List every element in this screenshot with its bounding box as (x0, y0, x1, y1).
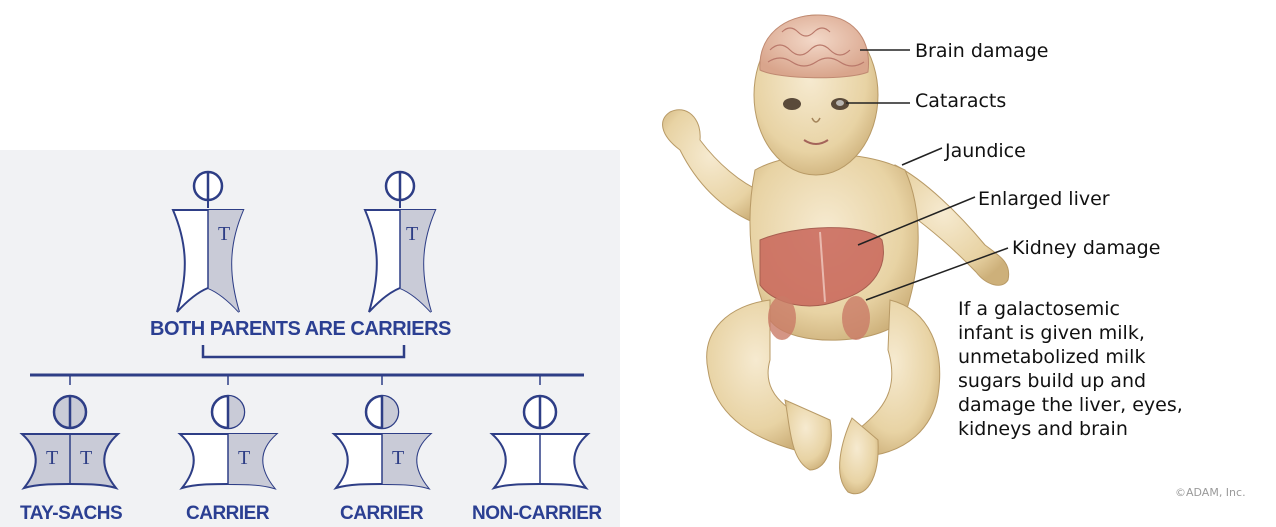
kidney-overlay (768, 296, 796, 340)
note-line: sugars build up and (958, 369, 1268, 393)
note-line: If a galactosemic (958, 297, 1268, 321)
note-line: infant is given milk, (958, 321, 1268, 345)
gene-letter: T (218, 223, 230, 245)
note-line: unmetabolized milk (958, 345, 1268, 369)
child-figure-4 (492, 375, 588, 488)
child-label-tay-sachs: TAY-SACHS (20, 503, 122, 525)
child-figure-2: T (180, 375, 276, 488)
brain-overlay (760, 15, 869, 78)
gene-letter: T (238, 447, 250, 469)
galactosemia-infant-illustration (620, 0, 1276, 527)
callout-brain-damage: Brain damage (915, 40, 1048, 62)
parents-caption: BOTH PARENTS ARE CARRIERS (150, 318, 451, 341)
gene-letter: T (406, 223, 418, 245)
kidney-overlay (842, 296, 870, 340)
parent-figure-2: T (365, 172, 435, 312)
galactosemia-note: If a galactosemic infant is given milk, … (958, 297, 1268, 441)
child-figure-3: T (334, 375, 430, 488)
child-figure-1: T T (22, 375, 118, 488)
child-label-carrier: CARRIER (186, 503, 269, 525)
parents-bracket (203, 345, 404, 357)
gene-letter: T (392, 447, 404, 469)
callout-line-jaundice (902, 148, 942, 165)
gene-letter: T (80, 447, 92, 469)
child-label-non-carrier: NON-CARRIER (472, 503, 602, 525)
note-line: kidneys and brain (958, 417, 1268, 441)
gene-letter: T (46, 447, 58, 469)
note-line: damage the liver, eyes, (958, 393, 1268, 417)
callout-kidney-damage: Kidney damage (1012, 237, 1160, 259)
child-label-carrier: CARRIER (340, 503, 423, 525)
callout-cataracts: Cataracts (915, 90, 1006, 112)
callout-jaundice: Jaundice (945, 140, 1026, 162)
copyright-credit: ©ADAM, Inc. (1175, 486, 1246, 499)
callout-enlarged-liver: Enlarged liver (978, 188, 1110, 210)
parent-figure-1: T (173, 172, 243, 312)
